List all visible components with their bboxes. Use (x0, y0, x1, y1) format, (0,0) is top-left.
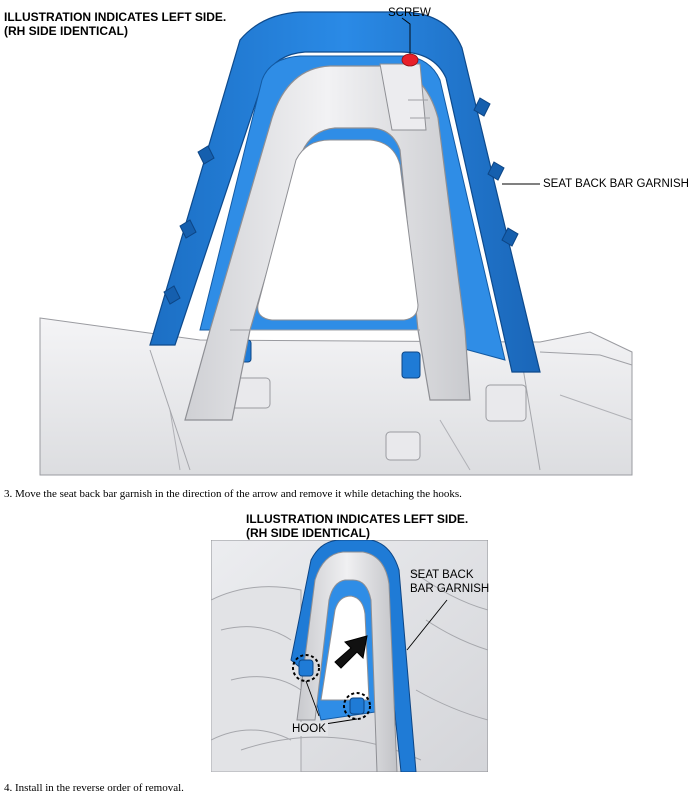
screw-marker (401, 53, 419, 67)
step4-text: 4. Install in the reverse order of remov… (4, 782, 184, 794)
garnish2-label-line2: BAR GARNISH (410, 583, 490, 595)
figure1-caption-line1: ILLUSTRATION INDICATES LEFT SIDE. (4, 10, 227, 24)
figure2-illustration (211, 540, 488, 772)
figure1-caption-line2: (RH SIDE IDENTICAL) (4, 24, 128, 38)
car-body-background (39, 317, 633, 476)
figure1-illustration (39, 11, 633, 476)
hook-leader-lines (305, 680, 358, 725)
screw-label: SCREW (388, 7, 431, 19)
step3-text: 3. Move the seat back bar garnish in the… (4, 488, 462, 500)
hook-circle-lower (343, 692, 371, 720)
figure2-caption-line1: ILLUSTRATION INDICATES LEFT SIDE. (246, 512, 469, 526)
figure2-caption-line2: (RH SIDE IDENTICAL) (246, 526, 370, 540)
garnish-label: SEAT BACK BAR GARNISH (543, 178, 689, 190)
car-interior-background (211, 569, 488, 772)
seat-back-bar (184, 63, 471, 421)
direction-arrow (334, 635, 368, 669)
garnish2-label-line1: SEAT BACK (410, 569, 474, 581)
bar-figure2 (296, 551, 398, 772)
garnish2-leader-line (406, 599, 448, 651)
hook-circle-upper (292, 654, 320, 682)
screw-leader-line (401, 17, 411, 54)
hook-label: HOOK (290, 722, 328, 736)
